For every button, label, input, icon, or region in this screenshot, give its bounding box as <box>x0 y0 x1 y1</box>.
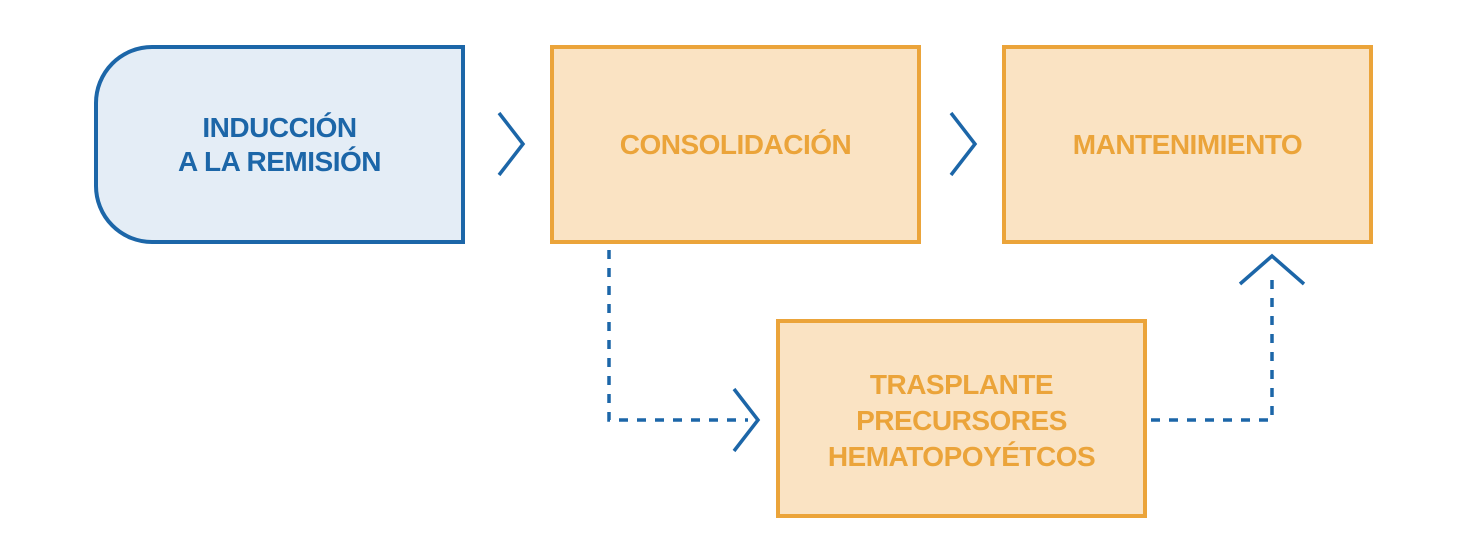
chevron-up-icon <box>1238 253 1306 286</box>
chevron-right-icon <box>732 387 761 453</box>
node-induccion-a-la-remision: INDUCCIÓN A LA REMISIÓN <box>94 45 465 244</box>
node-label-line: INDUCCIÓN <box>202 111 357 143</box>
node-trasplante-precursores-hematopoyeticos: TRASPLANTE PRECURSORES HEMATOPOYÉTCOS <box>776 319 1147 518</box>
chevron-right-icon <box>497 111 526 177</box>
node-label-line: MANTENIMIENTO <box>1072 128 1303 160</box>
chevron-right-icon <box>949 111 978 177</box>
dashed-connector-trasplante-mantenimiento <box>1151 272 1274 422</box>
node-label-line: HEMATOPOYÉTCOS <box>827 440 1096 472</box>
node-label-line: TRASPLANTE <box>869 368 1054 400</box>
node-label-line: PRECURSORES <box>856 404 1067 436</box>
node-label-line: CONSOLIDACIÓN <box>619 128 852 160</box>
node-mantenimiento: MANTENIMIENTO <box>1002 45 1373 244</box>
node-label-line: A LA REMISIÓN <box>178 145 381 177</box>
node-consolidacion: CONSOLIDACIÓN <box>550 45 921 244</box>
dashed-connector-consolidacion-trasplante <box>607 250 748 422</box>
